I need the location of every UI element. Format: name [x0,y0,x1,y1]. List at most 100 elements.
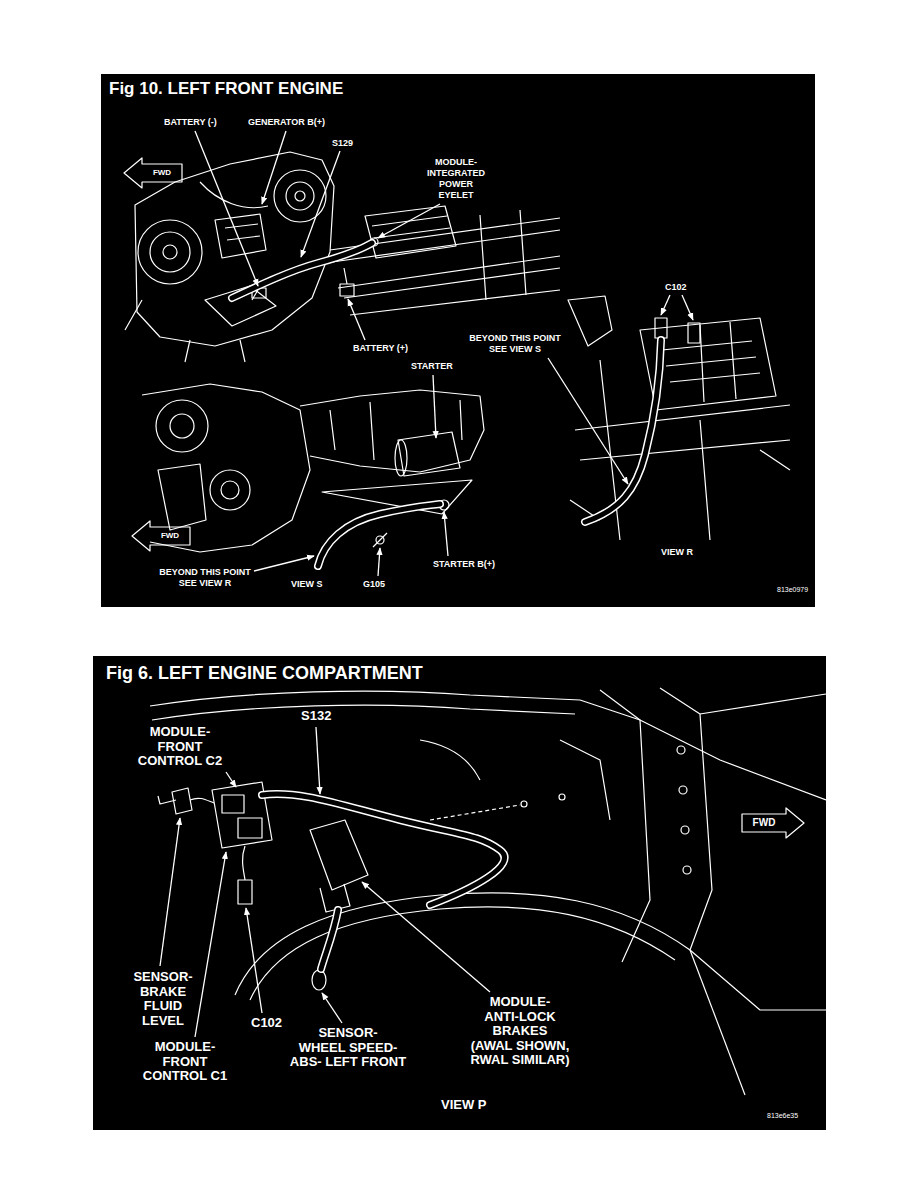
fender-structure [430,805,520,820]
leader-line [378,204,440,238]
fender-structure [559,794,565,800]
engine-front-view [170,414,194,438]
leader-line [661,295,670,315]
engine-bay-view [688,323,700,343]
forward-arrow [132,521,190,551]
fender-structure [152,705,575,720]
leader-line [195,852,226,1037]
callout-label: MODULE- ANTI-LOCK BRAKES (AWAL SHOWN, RW… [469,995,570,1068]
engine-illustration [101,74,815,607]
engine-top-view [125,152,560,362]
fender-structure [420,740,610,820]
leader-line [195,131,258,286]
leader-line [682,295,693,320]
fender-structure [150,688,826,1095]
forward-arrow-text: FWD [160,531,180,541]
engine-top-view [330,218,560,315]
fender-structure [235,893,826,1010]
engine-top-view [274,170,326,222]
engine-top-view [365,206,456,258]
engine-top-view [150,232,190,272]
engine-front-view [395,440,407,476]
callout-label: BEYOND THIS POINT SEE VIEW S [468,333,562,355]
leader-line [226,772,236,787]
figure-panel: Fig 6. LEFT ENGINE COMPARTMENT MODULE- FR… [93,656,826,1130]
engine-bay-view [568,296,612,346]
view-label: VIEW P [440,1098,488,1113]
callout-label: SENSOR- WHEEL SPEED- ABS- LEFT FRONT [289,1026,407,1070]
module-shapes [310,820,368,890]
fender-structure [250,907,675,1000]
engine-top-view [125,300,245,362]
callout-label: MODULE- INTEGRATED POWER EYELET [426,157,486,201]
forward-arrow-text: FWD [152,168,172,178]
compartment-illustration [150,688,826,1095]
engine-front-view [373,533,387,547]
engine-top-view [200,182,276,326]
leader-line [246,908,262,1013]
module-shapes [243,846,245,880]
module-shapes [238,818,262,838]
fender-structure [679,786,687,794]
leader-line [262,131,286,204]
callout-label: BATTERY (+) [352,343,409,354]
figure-title: Fig 10. LEFT FRONT ENGINE [109,79,343,99]
harness-tube [585,340,661,522]
callout-label: MODULE- FRONT CONTROL C2 [137,725,223,769]
engine-front-view [210,470,250,510]
figure-panel: Fig 10. LEFT FRONT ENGINE BATTERY (-) GENE… [101,74,815,607]
engine-bay-view [568,296,790,540]
harness-tube [262,794,505,905]
harness-tube [262,794,505,905]
callout-label: BATTERY (-) [163,117,218,128]
engine-bay-view [662,341,760,382]
module-shapes [190,798,214,803]
harness-tube [232,243,372,298]
fender-structure [521,801,527,807]
engine-top-view [163,245,177,259]
engine-front-view [158,464,206,530]
leader-line [254,556,314,571]
harness-tube [321,910,338,969]
leader-line [444,512,448,556]
leader-line [362,882,490,992]
fender-structure [677,746,685,754]
callout-label: GENERATOR B(+) [247,117,326,128]
fender-structure [683,866,691,874]
callout-label: S132 [300,709,332,724]
module-shapes [158,782,368,990]
engine-bay-view [655,318,667,338]
figure-code: 813e0979 [776,586,809,595]
module-shapes [222,795,244,813]
engine-top-view [138,220,202,284]
harness-tube [585,340,661,522]
figure-title: Fig 6. LEFT ENGINE COMPARTMENT [106,663,423,684]
leader-line [160,818,180,966]
engine-top-view [295,191,305,201]
leader-line [378,548,380,576]
engine-bay-view [700,322,736,402]
engine-front-view [156,400,208,452]
leader-line [301,151,340,257]
callout-label: G105 [362,579,386,590]
leader-line [433,375,436,438]
leader-line [195,131,693,576]
leader-line [322,993,342,1023]
module-shapes [172,788,192,814]
fender-structure [681,826,689,834]
harness-tube [585,340,661,522]
module-shapes [238,880,252,904]
leader-line [348,299,365,340]
fender-structure [690,950,745,1095]
harness-tube [321,910,338,969]
fender-structure [660,688,712,950]
fender-structure [700,694,826,714]
callout-label: STARTER [410,361,454,372]
forward-arrow-text: FWD [752,817,777,828]
callout-label: C102 [664,282,688,293]
leader-line [160,727,490,1037]
module-shapes [312,970,326,990]
view-label: VIEW S [290,579,324,590]
leader-line [548,358,628,484]
forward-arrow [742,808,804,838]
